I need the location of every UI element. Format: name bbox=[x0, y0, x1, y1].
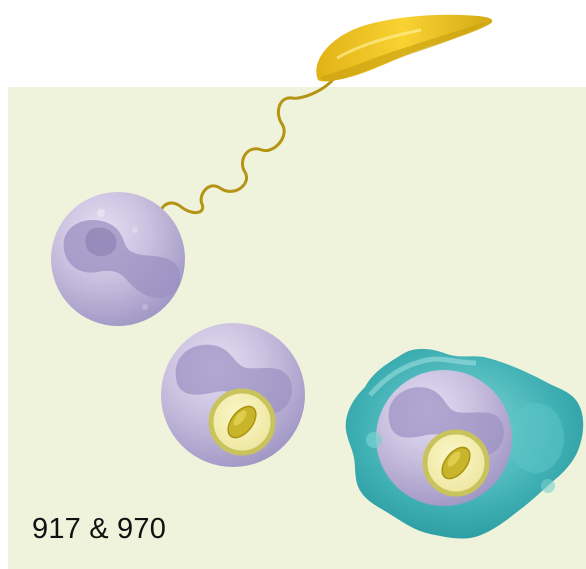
neutrophil-with-flagellum bbox=[51, 192, 185, 326]
macrophage-vesicle bbox=[541, 479, 555, 493]
neutrophil-with-engulfed-parasite bbox=[161, 323, 305, 467]
cell-granule bbox=[97, 209, 105, 217]
figure-label: 917 & 970 bbox=[32, 515, 166, 544]
macrophage-lobe bbox=[508, 403, 564, 473]
macrophage-vesicle bbox=[366, 432, 382, 448]
cell-granule bbox=[142, 304, 148, 310]
cell-granule bbox=[132, 227, 138, 233]
